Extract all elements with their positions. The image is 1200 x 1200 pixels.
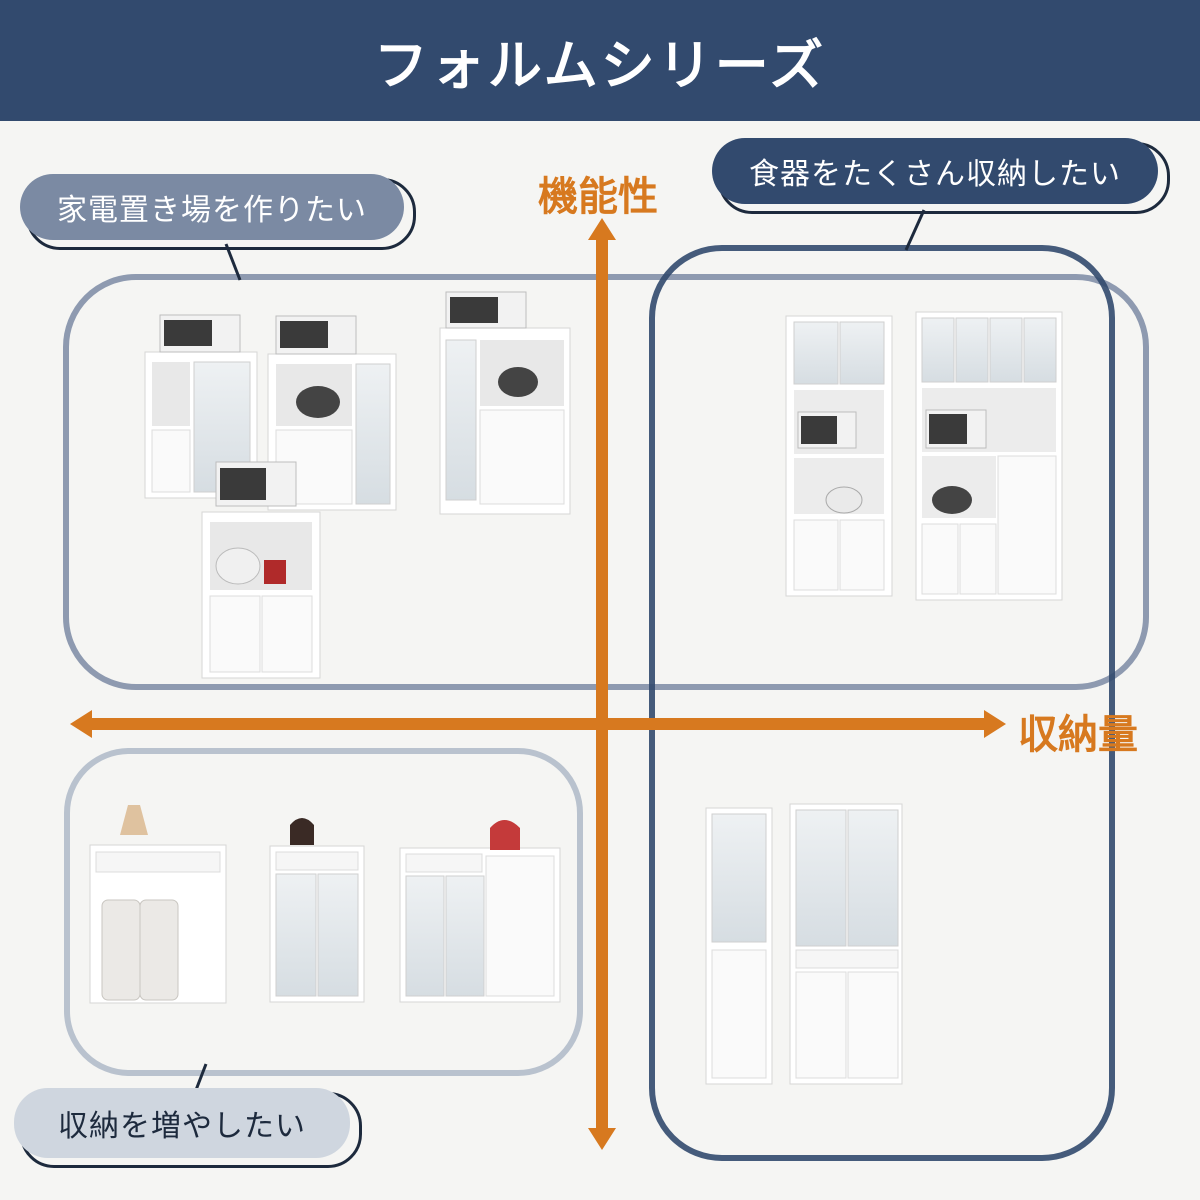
axis-label-functionality: 機能性 <box>538 174 658 220</box>
bubble-label-storage: 収納を増やしたい <box>58 1109 306 1144</box>
axis-label-capacity: 収納量 <box>1018 712 1138 758</box>
bubble-tableware: 食器をたくさん収納したい <box>712 138 1158 204</box>
bubble-label-tableware: 食器をたくさん収納したい <box>749 157 1121 192</box>
product-image-top-right <box>785 311 1063 601</box>
group-frame-storage <box>64 748 583 1076</box>
bubble-appliance: 家電置き場を作りたい <box>20 174 404 240</box>
bubble-tail-appliance <box>224 243 242 281</box>
header-banner: フォルムシリーズ <box>0 0 1200 121</box>
axis-horizontal <box>70 710 1006 738</box>
bubble-tail-storage <box>194 1063 208 1091</box>
product-image-bottom-right <box>705 803 903 1085</box>
bubble-storage: 収納を増やしたい <box>14 1088 350 1158</box>
bubble-label-appliance: 家電置き場を作りたい <box>57 193 367 228</box>
bubble-tail-tableware <box>904 209 926 251</box>
product-image-bottom-left <box>89 805 561 1004</box>
group-frame-tableware <box>649 245 1115 1161</box>
axis-vertical <box>588 218 616 1150</box>
product-image-top-left <box>144 291 571 679</box>
page-title: フォルムシリーズ <box>373 34 827 97</box>
